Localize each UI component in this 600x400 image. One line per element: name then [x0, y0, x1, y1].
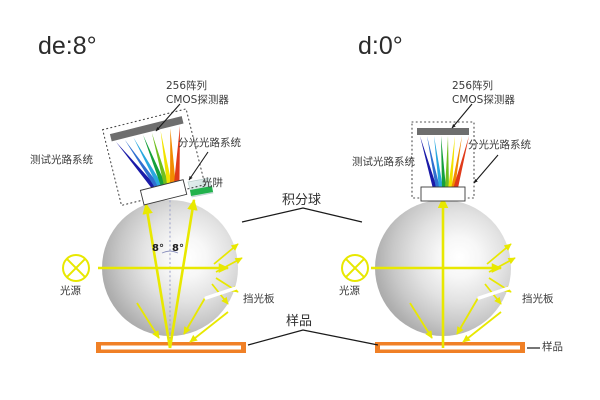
light-source-right [341, 254, 369, 282]
leader-sample [247, 329, 379, 346]
specular-beam-8deg-right [168, 198, 198, 349]
label-detector-right-line1: 256阵列 [452, 80, 494, 92]
panel-right-d0 [341, 103, 525, 353]
scatter-arrow-right-2 [488, 257, 516, 273]
label-baffle-right: 挡光板 [522, 293, 554, 305]
label-spectro-system-right: 分光光路系统 [468, 139, 531, 151]
detected-beam-8deg-left [142, 202, 172, 349]
light-source-left [62, 254, 90, 282]
cmos-detector-bar-right [417, 128, 469, 135]
label-optics-system-right: 测试光路系统 [352, 156, 415, 168]
scatter-arrow-left-2 [215, 257, 243, 273]
angle-arc-left-2 [169, 250, 179, 254]
label-light-source-right: 光源 [339, 285, 360, 297]
optics-assembly-left [101, 108, 206, 207]
scatter-arrow-left-1 [213, 243, 239, 265]
label-detector-right-line2: CMOS探测器 [452, 94, 515, 106]
label-sample-right: 样品 [542, 341, 563, 353]
diffuse-arrow-left-2 [183, 297, 206, 335]
optics-assembly-right [411, 121, 475, 202]
panel-title-left: de:8° [38, 32, 97, 60]
cmos-detector-bar-left [109, 116, 184, 142]
diffuse-arrow-right-3 [462, 311, 502, 343]
leader-integrating-sphere [241, 207, 363, 223]
label-integrating-sphere: 积分球 [282, 193, 322, 208]
panel-title-right: d:0° [358, 32, 403, 60]
label-spectro-system-left: 分光光路系统 [178, 137, 241, 149]
spectrum-fan-left [115, 125, 181, 190]
leader-spectro-left [188, 151, 209, 181]
panel-left-de8 [62, 103, 246, 353]
angle-arc-left-1 [161, 250, 171, 254]
label-light-source-left: 光源 [60, 285, 81, 297]
leader-spectro-right [473, 154, 499, 184]
sample-bar-right [375, 342, 525, 353]
baffle-right [477, 286, 511, 300]
label-detector-left-line2: CMOS探测器 [166, 94, 229, 106]
diffuse-arrow-right-1 [409, 302, 433, 339]
baffle-left [204, 286, 238, 300]
spectrum-fan-right [420, 136, 469, 189]
diffuse-arrow-right-2 [456, 297, 479, 335]
leader-detector-left [155, 103, 181, 132]
label-sample-shared: 样品 [286, 314, 313, 329]
leader-detector-right [451, 103, 473, 129]
shared-leaders [241, 207, 540, 349]
entrance-port-left [139, 179, 188, 206]
entrance-port-right [420, 186, 466, 202]
angle-label-left-1: 8° [152, 243, 164, 254]
label-detector-left-line1: 256阵列 [166, 80, 208, 92]
angle-label-left-2: 8° [172, 243, 184, 254]
label-optics-system-left: 测试光路系统 [30, 154, 93, 166]
label-light-trap: 光阱 [202, 177, 223, 189]
label-baffle-left: 挡光板 [243, 293, 275, 305]
diffuse-arrow-left-1 [136, 302, 160, 339]
diffuse-arrow-left-3 [189, 311, 229, 343]
scatter-arrow-right-1 [486, 243, 512, 265]
light-trap-left [187, 177, 214, 198]
